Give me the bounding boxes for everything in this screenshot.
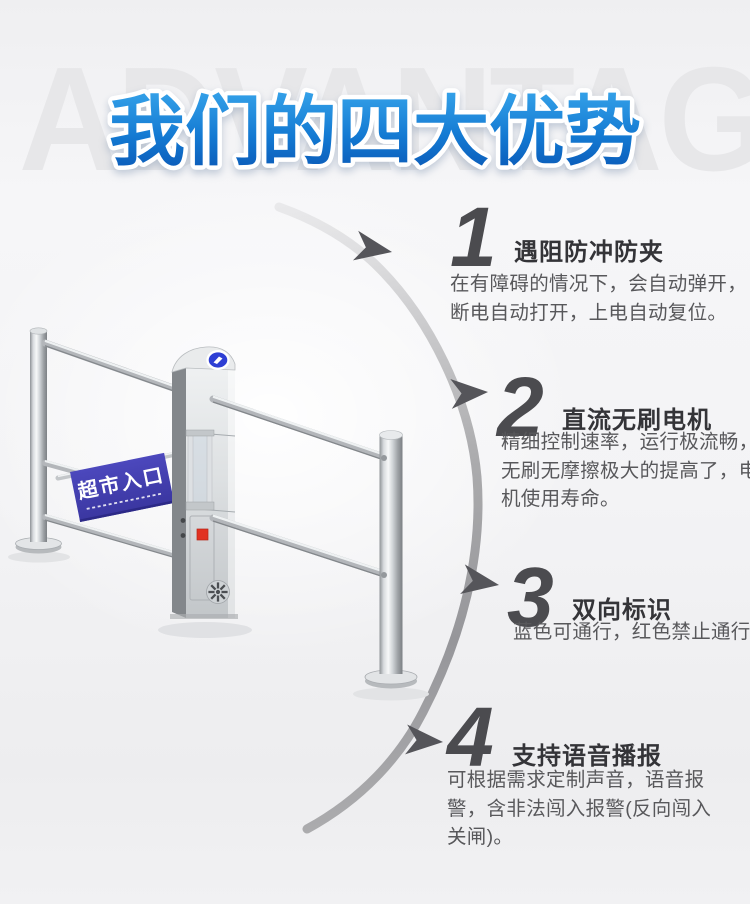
advantage-4-description: 可根据需求定制声音，语音报 警，含非法闯入报警(反向闯入 关闸)。 [447, 766, 711, 852]
desc-line: 无刷无摩擦极大的提高了，电 [501, 459, 750, 482]
sensor-dot [180, 518, 186, 523]
sign-subtext-line [86, 492, 164, 510]
left-guide-rails [41, 339, 193, 563]
service-panel [189, 515, 215, 601]
shadow-left-pole [8, 551, 70, 563]
right-pole [364, 430, 418, 689]
desc-line: 在有障碍的情况下，会自动弹开， [450, 273, 748, 295]
advantage-1-title: 遇阻防冲防夹 [514, 239, 664, 266]
shadow-right-pole [353, 687, 429, 701]
speaker-grille [206, 580, 230, 604]
page-title: 我们的四大优势 [109, 90, 641, 175]
desc-line: 精细控制速率，运行极流畅， [501, 431, 750, 453]
desc-line: 警，含非法闯入报警(反向闯入 [447, 797, 712, 820]
advantage-2-title: 直流无刷电机 [562, 407, 712, 434]
hinge-acrylic-block [185, 429, 215, 511]
advantage-3-description: 蓝色可通行，红色禁止通行。 [513, 618, 750, 647]
gate-column [170, 346, 238, 619]
desc-line: 断电自动打开，上电自动复位。 [450, 301, 728, 324]
advantage-2-description: 精细控制速率，运行极流畅， 无刷无摩擦极大的提高了，电 机使用寿命。 [501, 428, 750, 514]
advantage-4-number: 4 [447, 690, 494, 784]
advantage-2-number: 2 [497, 360, 544, 454]
advantage-3-title: 双向标识 [572, 597, 672, 624]
left-pole [15, 327, 62, 554]
right-guide-rails [209, 395, 388, 578]
alarm-light [196, 528, 209, 541]
sensor-dot [180, 533, 186, 538]
shadow-column [158, 622, 252, 638]
desc-line: 可根据需求定制声音，语音报 [447, 769, 705, 791]
advantage-1-number: 1 [450, 190, 497, 284]
page-title-graphic: 我们的四大优势 [105, 86, 646, 180]
desc-line: 蓝色可通行，红色禁止通行。 [513, 621, 750, 643]
direction-indicator-badge [206, 349, 230, 371]
watermark-text: ADVANTAGE [18, 37, 750, 202]
advantage-1-description: 在有障碍的情况下，会自动弹开， 断电自动打开，上电自动复位。 [450, 270, 747, 327]
entrance-sign: 超市入口 [70, 452, 175, 522]
advantage-4-title: 支持语音播报 [512, 743, 662, 770]
desc-line: 机使用寿命。 [501, 488, 620, 510]
desc-line: 关闸)。 [447, 826, 514, 848]
advantage-3-number: 3 [507, 550, 554, 644]
product-image: 超市入口 [15, 327, 418, 689]
